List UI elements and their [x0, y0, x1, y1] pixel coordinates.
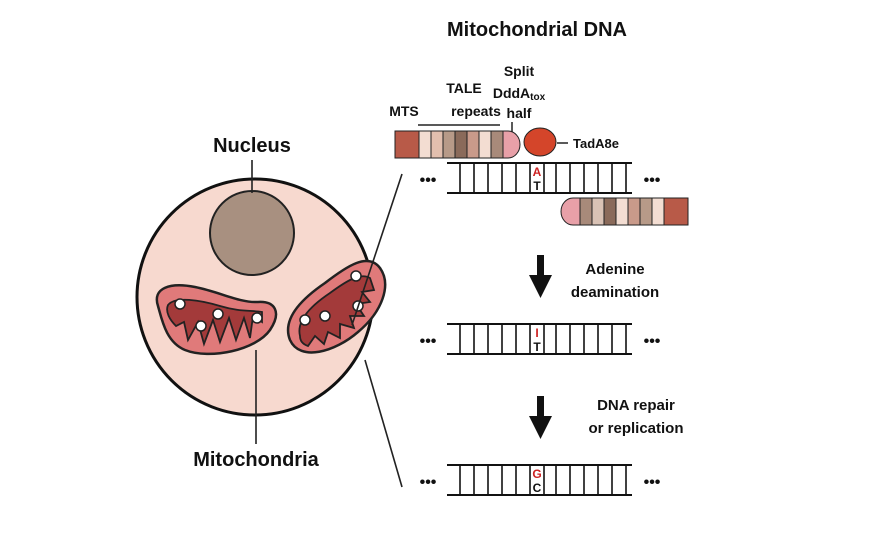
- base-bottom: T: [533, 179, 541, 193]
- step-2-line-1: DNA repair: [597, 397, 675, 414]
- half-label: half: [507, 105, 532, 121]
- editor-construct-bottom: [560, 197, 689, 226]
- dddatox-label: DddAtox: [493, 85, 546, 103]
- repeats-label: repeats: [451, 103, 501, 119]
- mts-label: MTS: [389, 103, 419, 119]
- tada8e-label: TadA8e: [573, 136, 619, 151]
- mitochondrion-left: [155, 284, 278, 356]
- dddatox-half-block: [502, 130, 521, 159]
- step-1-line-2: deamination: [571, 284, 659, 301]
- ellipsis-left: •••: [420, 474, 437, 491]
- step-1-line-1: Adenine: [585, 261, 644, 278]
- dna-ladder: AT ••• •••: [420, 162, 661, 194]
- dna-ladder: IT ••• •••: [420, 323, 661, 355]
- base-top: I: [535, 326, 538, 340]
- tale-repeat-block: [615, 197, 629, 226]
- tale-repeat-block: [442, 130, 456, 159]
- nucleus: [209, 190, 295, 276]
- base-top: A: [533, 165, 542, 179]
- ellipsis-right: •••: [644, 474, 661, 491]
- nucleus-label: Nucleus: [213, 135, 291, 157]
- step-arrow-2: [529, 396, 552, 439]
- base-bottom: T: [533, 340, 541, 354]
- dna-ladder: GC ••• •••: [420, 464, 661, 496]
- split-label: Split: [504, 63, 535, 79]
- zoom-line-bottom: [364, 359, 403, 488]
- mts-block: [663, 197, 689, 226]
- mitochondrion-right: [287, 259, 387, 354]
- dddatox-half-block: [560, 197, 581, 226]
- tale-repeat-block: [627, 197, 641, 226]
- tale-repeat-block: [591, 197, 605, 226]
- base-top: G: [532, 467, 541, 481]
- diagram-title: Mitochondrial DNA: [447, 19, 627, 41]
- tale-repeat-block: [579, 197, 593, 226]
- mitochondria-label: Mitochondria: [193, 449, 319, 471]
- tale-repeat-block: [603, 197, 617, 226]
- editor-construct-top: TadA8e: [394, 127, 619, 159]
- tale-repeat-block: [639, 197, 653, 226]
- base-bottom: C: [533, 481, 542, 495]
- tada8e-domain: [523, 127, 557, 157]
- zoom-line-top: [351, 173, 403, 326]
- tale-repeat-block: [418, 130, 432, 159]
- ellipsis-right: •••: [644, 172, 661, 189]
- tale-label: TALE: [446, 80, 482, 96]
- dna-ladders: AT••••••IT••••••GC••••••: [420, 162, 661, 496]
- mts-block: [394, 130, 420, 159]
- step-arrow-1: [529, 255, 552, 298]
- ellipsis-right: •••: [644, 333, 661, 350]
- step-2-line-2: or replication: [588, 420, 683, 437]
- tale-repeat-block: [454, 130, 468, 159]
- tale-repeat-block: [478, 130, 492, 159]
- tale-repeat-block: [651, 197, 665, 226]
- tale-repeat-block: [430, 130, 444, 159]
- tale-repeat-block: [466, 130, 480, 159]
- tale-repeat-block: [490, 130, 504, 159]
- ellipsis-left: •••: [420, 333, 437, 350]
- ellipsis-left: •••: [420, 172, 437, 189]
